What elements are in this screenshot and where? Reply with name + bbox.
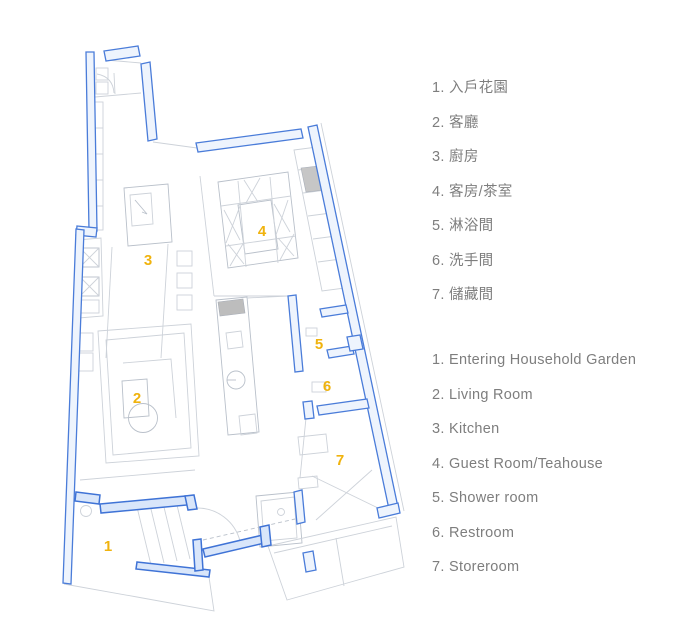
- room-number-1: 1: [104, 538, 112, 555]
- legend-item-cn-4: 4. 客房/茶室: [432, 183, 513, 200]
- wall-room5-left: [287, 294, 304, 373]
- wall-bottom-square: [302, 550, 317, 573]
- wall-room5-top-stub: [319, 304, 349, 318]
- legend-item-en-5: 5. Shower room: [432, 490, 539, 506]
- room-number-6: 6: [323, 378, 331, 395]
- room-number-2: 2: [133, 390, 141, 407]
- legend-item-en-1: 1. Entering Household Garden: [432, 352, 637, 368]
- floor-plan-svg: 1 2 3 4 5 6 7: [62, 45, 405, 612]
- wall-entry-top-left: [74, 491, 101, 505]
- wall-room4-top: [195, 128, 304, 153]
- legend-item-en-2: 2. Living Room: [432, 386, 533, 403]
- wall-room6-bottom: [316, 398, 370, 416]
- wall-left-lower: [62, 228, 85, 585]
- wall-room7-jamb: [293, 489, 306, 525]
- legend-chinese: 1. 入戶花園 2. 客廳 3. 廚房 4. 客房/茶室 5. 淋浴間 6. 洗…: [432, 80, 513, 322]
- legend-item-cn-7: 7. 儲藏間: [432, 287, 494, 303]
- wall-entry-stub2: [259, 524, 272, 548]
- legend-item-cn-2: 2. 客廳: [432, 114, 479, 131]
- wall-room5-nub: [346, 334, 364, 352]
- legend-item-cn-3: 3. 廚房: [432, 149, 479, 165]
- room-numbers-group: 1 2 3 4 5 6 7: [104, 223, 344, 555]
- legend-item-cn-5: 5. 淋浴間: [432, 218, 494, 234]
- wall-entry-hook: [184, 494, 198, 511]
- legend-item-en-4: 4. Guest Room/Teahouse: [432, 455, 604, 472]
- wall-entry-bottom-long: [135, 561, 211, 578]
- legend-item-en-7: 7. Storeroom: [432, 559, 520, 575]
- room-number-5: 5: [315, 336, 323, 353]
- legend-item-cn-1: 1. 入戶花園: [432, 80, 509, 96]
- room-number-4: 4: [258, 223, 267, 240]
- room-number-7: 7: [336, 452, 344, 469]
- legend-item-cn-6: 6. 洗手間: [432, 252, 494, 269]
- wall-top-small: [103, 45, 141, 62]
- wall-room5-6-divider: [326, 345, 355, 359]
- legend-item-en-3: 3. Kitchen: [432, 421, 500, 437]
- legend-item-en-6: 6. Restroom: [432, 524, 515, 541]
- wall-left-upper: [85, 51, 98, 232]
- wall-right-endcap: [376, 502, 401, 519]
- wall-chimney: [140, 61, 158, 142]
- wall-entry-top-right: [99, 495, 188, 514]
- wall-room6-jamb: [302, 400, 315, 420]
- wall-right-outer: [307, 124, 400, 515]
- walls-group: [62, 45, 401, 585]
- wall-entry-stub: [192, 538, 204, 572]
- room-number-3: 3: [144, 252, 152, 269]
- legend-english: 1. Entering Household Garden 2. Living R…: [432, 352, 636, 594]
- floor-plan: 1 2 3 4 5 6 7: [62, 45, 405, 612]
